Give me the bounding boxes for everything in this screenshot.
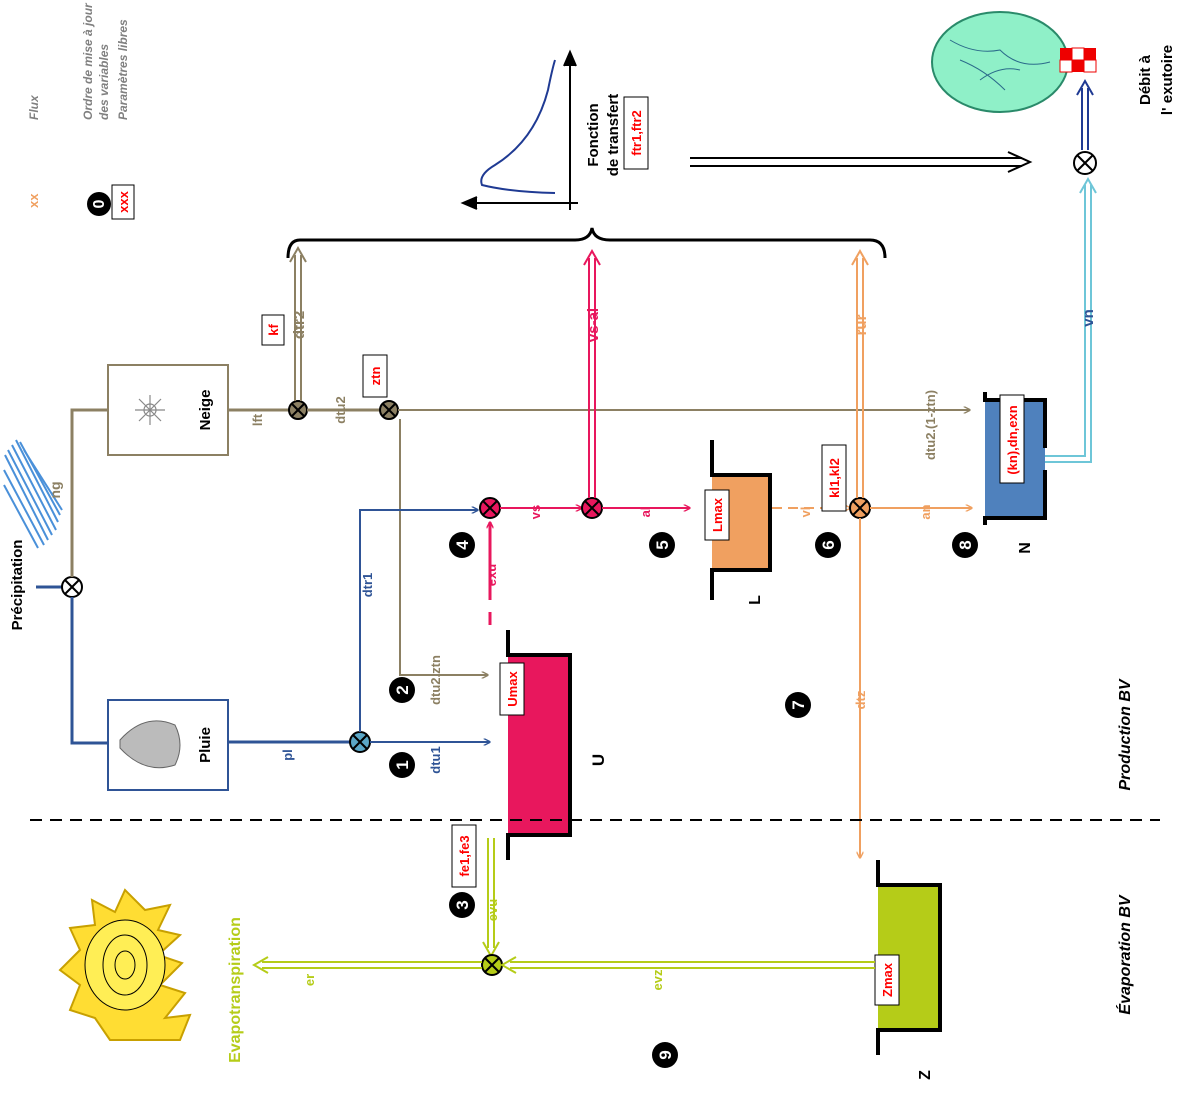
sun-icon [58, 888, 192, 1041]
param-lmax: Lmax [710, 497, 725, 532]
param-ztn: ztn [368, 367, 383, 386]
flag-icon [1059, 47, 1097, 73]
param-umax: Umax [505, 671, 520, 707]
neige-label: Neige [197, 390, 214, 431]
flux-pl: pl [280, 749, 295, 761]
flux-evz: evz [650, 969, 665, 990]
flux-ng: ng [47, 481, 63, 498]
flux-dtr1: dtr1 [360, 573, 375, 598]
param-zmax: Zmax [880, 962, 895, 997]
outlet-label-1: Débit à [1137, 54, 1154, 105]
transfer-label-2: de transfert [605, 94, 622, 177]
precipitation-group: Précipitation ng [3, 408, 108, 745]
rain-chain: pl dtu1 dtr1 [228, 510, 490, 774]
flux-rur: rur [853, 314, 870, 335]
reservoir-n-label: N [1017, 542, 1034, 554]
flux-dtu1: dtu1 [428, 746, 443, 773]
legend-order-badge [87, 192, 111, 216]
order-badge-3: 3 [449, 892, 475, 918]
flux-dtu2-ztn: dtu2.ztn [428, 655, 443, 705]
svg-text:1: 1 [393, 760, 412, 769]
legend-params-label: Paramètres libres [116, 19, 130, 120]
reservoir-z-label: Z [917, 1070, 934, 1080]
evapotranspiration-label: Evapotranspiration [227, 917, 244, 1063]
flux-vs: vs [528, 505, 543, 519]
snowflake-icon [135, 395, 165, 425]
svg-text:6: 6 [819, 540, 838, 549]
section-evaporation: Évaporation BV [1115, 894, 1134, 1014]
transfer-curve [480, 59, 556, 194]
param-ftr: ftr1,ftr2 [629, 110, 644, 156]
order-badge-4: 4 [449, 532, 475, 558]
catchment-map-icon [931, 11, 1069, 113]
legend-param-box [111, 184, 135, 220]
flux-dtz: dtz [853, 690, 868, 709]
legend-flux-sample: xx [26, 193, 41, 208]
svg-text:3: 3 [453, 900, 472, 909]
order-badge-5: 5 [649, 532, 675, 558]
order-badges: 1 2 3 4 5 6 7 8 9 [389, 532, 978, 1068]
evaporation-chain: evu fe1,fe3 evz er [251, 824, 875, 990]
flux-vl: vl [798, 507, 813, 518]
section-production: Production BV [1117, 678, 1134, 790]
outlet-group: Débit à l' exutoire [931, 11, 1176, 175]
legend: xx Flux 0 Ordre de mise à jour des varia… [26, 2, 135, 220]
reservoir-n: (kn),dn,exn N vn [983, 176, 1097, 554]
param-kl: kl1,kl2 [827, 458, 842, 498]
flux-an: an [918, 504, 933, 519]
svg-text:2: 2 [393, 685, 412, 694]
order-badge-7: 7 [785, 692, 811, 718]
reservoir-z: Zmax Z [874, 860, 942, 1080]
pink-chain: exu vs vs-al al [479, 248, 690, 625]
legend-order-label-2: des variables [97, 44, 111, 120]
raindrop-icon [119, 720, 181, 769]
transfer-label-1: Fonction [585, 103, 602, 166]
reservoir-u-label: U [589, 754, 608, 766]
order-badge-9: 9 [652, 1042, 678, 1068]
svg-text:8: 8 [956, 540, 975, 549]
flux-dtr2: dtr2 [291, 311, 308, 339]
rain-hatch-icon [3, 439, 63, 549]
svg-text:4: 4 [453, 540, 472, 550]
curly-brace [286, 227, 887, 259]
param-fe: fe1,fe3 [457, 835, 472, 876]
svg-text:7: 7 [789, 700, 808, 709]
ng-line [70, 408, 108, 577]
pluie-feed-line [70, 597, 108, 745]
outlet-label-2: l' exutoire [1159, 45, 1176, 115]
svg-text:9: 9 [656, 1050, 675, 1059]
neige-box: Neige [107, 364, 229, 456]
reservoir-l-label: L [747, 595, 764, 605]
legend-order-label-1: Ordre de mise à jour [81, 2, 95, 120]
order-badge-8: 8 [952, 532, 978, 558]
pluie-label: Pluie [197, 727, 214, 763]
pluie-box: Pluie [107, 699, 229, 791]
order-badge-6: 6 [815, 532, 841, 558]
legend-param-sample: xxx [116, 190, 131, 212]
reservoir-l: Lmax L [704, 440, 772, 605]
flux-er: er [302, 974, 317, 986]
param-kf: kf [266, 324, 281, 336]
snow-chain: lft kf dtr2 dtu2 ztn dtu2.(1-ztn) dtu2.z… [228, 245, 970, 705]
svg-text:5: 5 [653, 540, 672, 549]
orange-chain: vl kl1,kl2 rur an dtz [772, 248, 972, 858]
flux-vs-al: vs-al [585, 308, 602, 342]
reservoir-u: Umax U [499, 630, 608, 860]
flux-vn: vn [1080, 309, 1097, 327]
flux-dtu2-rest: dtu2.(1-ztn) [923, 390, 938, 460]
flux-exu: exu [484, 564, 499, 586]
flux-al: al [638, 507, 653, 518]
flux-evu: evu [485, 899, 500, 921]
transfer-function-group: Fonction de transfert ftr1,ftr2 [286, 49, 1033, 259]
order-badge-2: 2 [389, 677, 415, 703]
legend-order-sample: 0 [91, 199, 108, 208]
legend-flux-label: Flux [27, 94, 41, 120]
param-kn: (kn),dn,exn [1005, 405, 1020, 474]
precipitation-label: Précipitation [9, 540, 26, 631]
order-badge-1: 1 [389, 752, 415, 778]
flux-dtu2: dtu2 [333, 396, 348, 423]
flux-lft: lft [250, 413, 265, 426]
